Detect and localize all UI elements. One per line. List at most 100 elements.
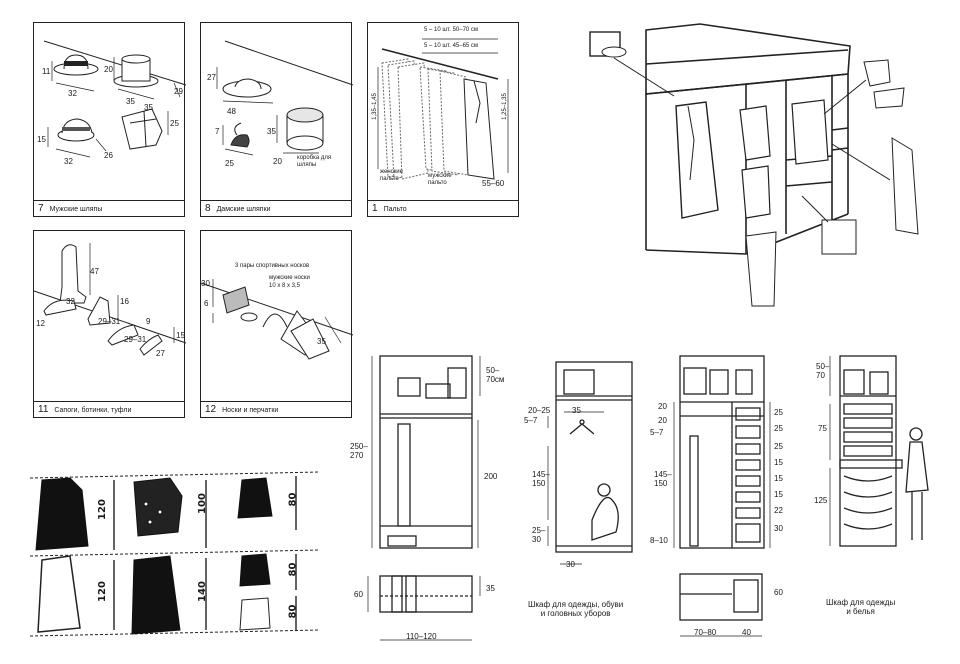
cabinet-c-dim: 25 — [774, 424, 783, 433]
cabinet-c-dim: 20 — [658, 416, 667, 425]
cabinet-d-dim: 50– 70 — [816, 362, 830, 380]
socks-dim: 35 — [317, 337, 326, 346]
cabinet-c-dim: 40 — [742, 628, 751, 637]
panel-caption: Дамские шляпки — [216, 206, 271, 213]
boots-dim: 29–31 — [124, 335, 147, 344]
cabinet-a-section: 50– 70см 250– 270 200 35 60 110–120 — [340, 350, 510, 650]
cabinet-c-dim: 145– 150 — [654, 470, 672, 488]
cabinet-c-dim: 70–80 — [694, 628, 717, 637]
womens-hats-dim: 35 — [267, 127, 276, 136]
cabinet-b-dim: 5–7 — [524, 416, 538, 425]
panel-caption: Мужские шляпы — [49, 206, 103, 213]
cabinet-d-dim: 75 — [818, 424, 827, 433]
mens-hats-caption: 7 Мужские шляпы — [34, 200, 184, 216]
cabinet-c-dim: 25 — [774, 442, 783, 451]
cabinet-c-dim: 20 — [658, 402, 667, 411]
clothing-grid-dim: 120 — [96, 499, 108, 520]
mens-hats-dim: 11 — [42, 67, 51, 76]
cabinet-a-dim: 60 — [354, 590, 363, 599]
cabinet-b-dim: 25– 30 — [532, 526, 546, 544]
womens-hats-dim: 7 — [215, 127, 220, 136]
panel-caption: Сапоги, ботинки, туфли — [54, 407, 132, 414]
mens-socks-label: мужские носки — [269, 275, 310, 281]
cabinet-b-dim: 20–25 — [528, 406, 551, 415]
cabinet-b-dim: 35 — [572, 406, 581, 415]
cabinet-c-dim: 30 — [774, 524, 783, 533]
cabinet-c-dim: 60 — [774, 588, 783, 597]
mens-hats-dim: 26 — [104, 151, 113, 160]
coats-dim: 5 – 10 шт. 45–65 см — [424, 43, 479, 49]
panel-number: 11 — [38, 404, 49, 415]
cabinet-c-section: 20 20 5–7 145– 150 8–10 25 25 25 15 15 1… — [650, 350, 790, 650]
socks-caption: 12 Носки и перчатки — [201, 401, 351, 417]
cabinet-a-dim: 35 — [486, 584, 495, 593]
cabinet-c-dim: 8–10 — [650, 536, 668, 545]
cabinet-a-dim: 200 — [484, 472, 498, 481]
boots-dim: 16 — [120, 297, 129, 306]
panel-caption: Носки и перчатки — [222, 407, 279, 414]
boots-dim: 9 — [146, 317, 151, 326]
boots-dim: 32 — [66, 297, 75, 306]
womens-coats-label: женские пальто — [380, 169, 403, 182]
mens-hats-dim: 29 — [174, 87, 183, 96]
cabinet-b-caption: Шкаф для одежды, обуви и головных уборов — [528, 600, 624, 618]
mens-hats-dim: 20 — [104, 65, 113, 74]
clothing-size-grid: 120 100 80 120 140 80 80 — [29, 460, 330, 650]
panel-socks: 3 пары спортивных носков мужские носки 1… — [200, 230, 354, 418]
panel-number: 1 — [372, 203, 378, 214]
cabinet-c-dim: 15 — [774, 490, 783, 499]
womens-hats-dim: 27 — [207, 73, 216, 82]
cabinet-c-dim: 15 — [774, 474, 783, 483]
cabinet-c-dim: 15 — [774, 458, 783, 467]
socks-size-label: 10 x 8 x 3,5 — [269, 283, 301, 289]
mens-hats-dim: 15 — [37, 135, 46, 144]
mens-hats-dim: 35 — [144, 103, 153, 112]
boots-dim: 27 — [156, 349, 165, 358]
clothing-grid-dim: 100 — [196, 493, 208, 514]
mens-hats-dim: 32 — [68, 89, 77, 98]
cabinet-b-section: 20–25 35 5–7 145– 150 25– 30 30 Шкаф для… — [520, 350, 650, 650]
panel-number: 7 — [38, 203, 44, 214]
socks-dim: 6 — [204, 299, 209, 308]
cabinet-c-drawing — [673, 355, 771, 637]
cabinet-d-drawing — [829, 355, 929, 547]
coats-dim: 1,25–1,35 — [501, 93, 508, 120]
cabinet-c-dim: 22 — [774, 506, 783, 515]
panel-caption: Пальто — [383, 206, 407, 213]
boots-dim: 12 — [36, 319, 45, 328]
cabinet-b-dim: 30 — [566, 560, 575, 569]
coats-caption: 1 Пальто — [368, 200, 518, 216]
coats-dim: 5 – 10 шт. 50–70 см — [424, 27, 479, 33]
mens-hats-dim: 32 — [64, 157, 73, 166]
cabinet-a-dim: 50– 70см — [486, 366, 505, 384]
clothing-grid-dim: 80 — [287, 604, 299, 619]
coats-drawing — [377, 38, 509, 180]
cabinet-a-dim: 250– 270 — [350, 442, 368, 460]
cabinet-b-drawing — [547, 361, 633, 565]
hat-box-label: коробка для шляпы — [297, 155, 332, 168]
cabinet-d-caption: Шкаф для одежды и белья — [826, 598, 896, 616]
socks-drawing — [200, 279, 354, 360]
panel-number: 12 — [205, 404, 217, 415]
boots-drawing — [33, 243, 187, 356]
womens-hats-dim: 48 — [227, 107, 236, 116]
cabinet-c-dim: 5–7 — [650, 428, 664, 437]
womens-hats-dim: 25 — [225, 159, 234, 168]
womens-hats-drawing — [216, 40, 354, 156]
boots-dim: 15 — [176, 331, 185, 340]
cabinet-a-drawing — [367, 355, 481, 641]
clothing-grid-drawing — [29, 471, 321, 637]
panel-coats: 5 – 10 шт. 50–70 см 5 – 10 шт. 45–65 см … — [367, 22, 519, 217]
boots-caption: 11 Сапоги, ботинки, туфли — [34, 401, 184, 417]
sport-socks-label: 3 пары спортивных носков — [235, 263, 310, 269]
coats-dim: 55–60 — [482, 179, 505, 188]
boots-dim: 47 — [90, 267, 99, 276]
mens-coats-label: мужские пальто — [428, 173, 452, 186]
clothing-grid-dim: 140 — [196, 581, 208, 602]
cabinet-d-dim: 125 — [814, 496, 828, 505]
clothing-grid-dim: 120 — [96, 581, 108, 602]
